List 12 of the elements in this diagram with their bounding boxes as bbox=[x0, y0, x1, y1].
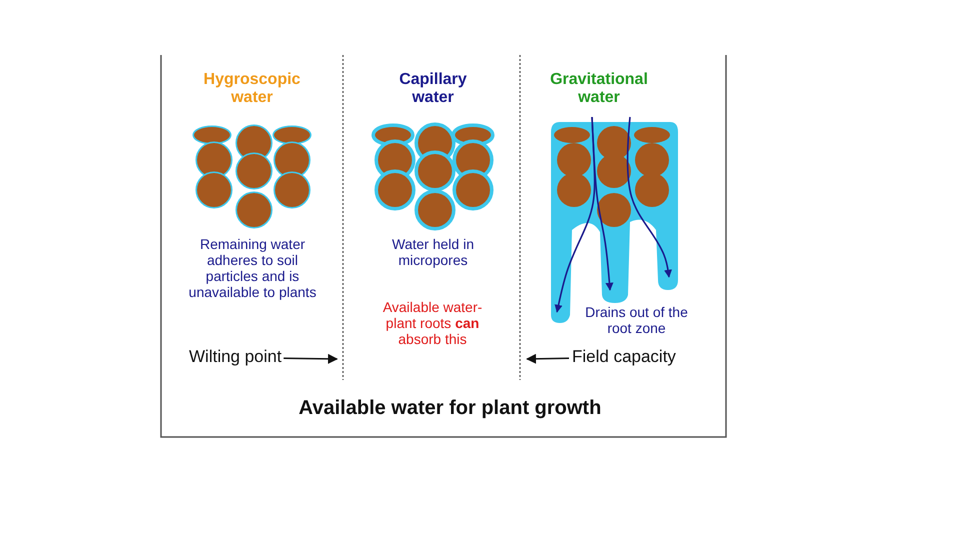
heading: Hygroscopic water bbox=[202, 71, 302, 108]
description-text: Remaining water adheres to soil particles and is unavailable to plants bbox=[188, 236, 318, 300]
description-text: Water held in micropores bbox=[391, 236, 475, 268]
threshold-label: Field capacity bbox=[572, 347, 676, 368]
threshold-label: Wilting point bbox=[189, 347, 282, 368]
arrow bbox=[526, 354, 570, 364]
note-text: Available water-plant roots can absorb this bbox=[382, 299, 484, 348]
heading: Gravitational water bbox=[549, 71, 649, 108]
description-text: Drains out of the root zone bbox=[584, 304, 689, 336]
heading: Capillary water bbox=[398, 71, 468, 108]
arrow bbox=[284, 354, 338, 364]
caption: Available water for plant growth bbox=[298, 397, 602, 420]
